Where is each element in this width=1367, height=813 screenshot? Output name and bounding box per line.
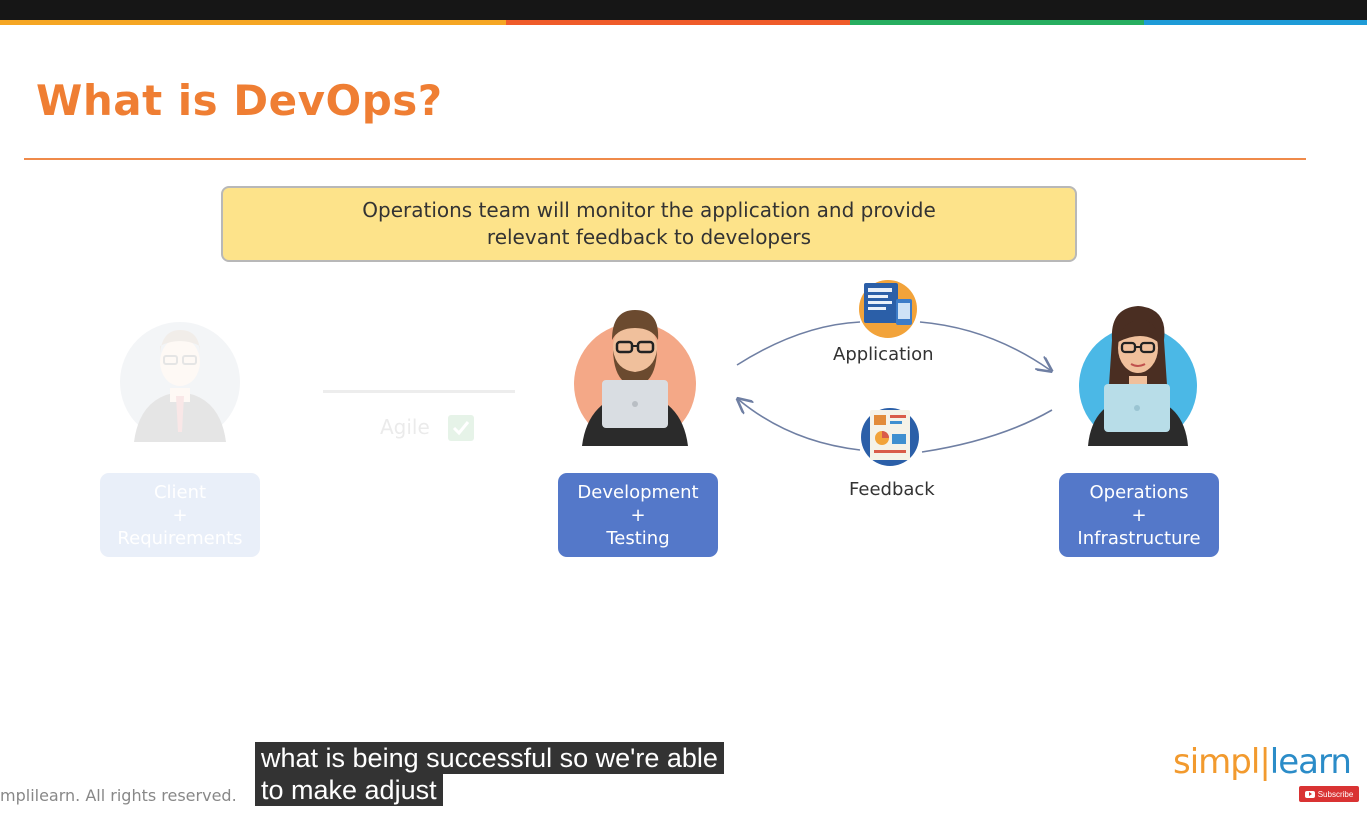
development-testing-box: Development + Testing (558, 473, 718, 557)
operations-infrastructure-box: Operations + Infrastructure (1059, 473, 1219, 557)
agile-label: Agile (380, 415, 430, 439)
development-label: Development (577, 481, 699, 503)
title-divider (24, 158, 1306, 160)
callout-line-1: Operations team will monitor the applica… (362, 198, 936, 222)
color-band-blue (1144, 20, 1367, 25)
logo-simpl: simpl (1173, 742, 1260, 782)
agile-arrow (323, 390, 515, 393)
requirements-label: Requirements (117, 527, 243, 549)
client-plus: + (172, 504, 188, 526)
operations-plus: + (1131, 504, 1147, 526)
feedback-arrow (921, 409, 1053, 453)
client-label: Client (153, 481, 207, 503)
color-band-orange (0, 20, 506, 25)
cycle-arrows (730, 321, 1060, 453)
operations-label: Operations (1089, 481, 1189, 503)
callout-banner: Operations team will monitor the applica… (221, 186, 1077, 262)
subscribe-label: Subscribe (1317, 789, 1354, 799)
application-label: Application (833, 344, 934, 365)
developer-person-icon (574, 310, 696, 446)
slide-title: What is DevOps? (36, 76, 443, 125)
simplilearn-logo: simpl|learn (1173, 742, 1352, 782)
check-icon (448, 415, 474, 441)
subscribe-button[interactable]: Subscribe (1299, 786, 1359, 802)
client-requirements-box: Client + Requirements (100, 473, 260, 557)
color-band-red (506, 20, 850, 25)
feedback-icon (861, 408, 919, 466)
copyright-text: mplilearn. All rights reserved. (0, 786, 237, 805)
feedback-label: Feedback (849, 479, 935, 500)
development-plus: + (630, 504, 646, 526)
callout-line-2: relevant feedback to developers (486, 225, 812, 249)
testing-label: Testing (606, 527, 670, 549)
caption-line-1: what is being successful so we're able (255, 742, 724, 774)
infrastructure-label: Infrastructure (1077, 527, 1201, 549)
logo-learn: learn (1269, 742, 1352, 782)
youtube-icon (1304, 790, 1315, 798)
video-top-bar (0, 0, 1367, 20)
application-icon (859, 280, 917, 338)
operations-person-icon (1079, 306, 1197, 446)
brand-color-band (0, 20, 1367, 25)
client-person-icon (120, 322, 240, 442)
caption-line-2: to make adjust (255, 774, 443, 806)
color-band-green (850, 20, 1144, 25)
application-arrow (736, 321, 861, 366)
